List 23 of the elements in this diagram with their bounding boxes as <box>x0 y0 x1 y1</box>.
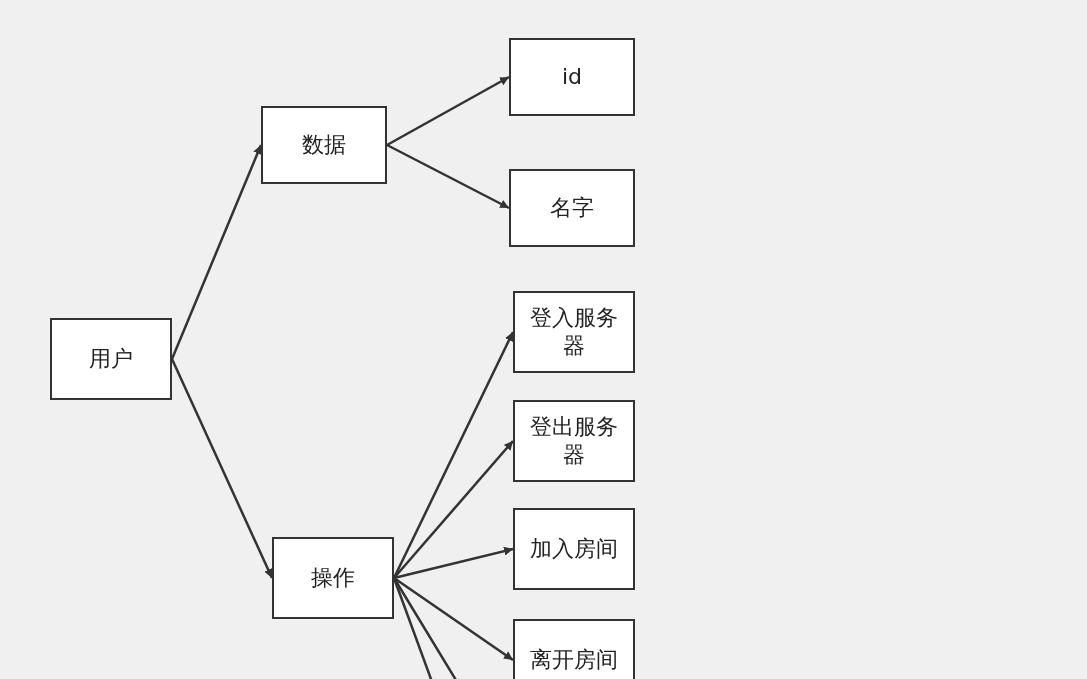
box-label: id <box>561 63 583 91</box>
arrow <box>393 576 514 662</box>
process-box <box>50 318 172 400</box>
box-label: 用户 <box>89 345 133 373</box>
box-label: 加入房间 <box>530 535 618 563</box>
box-label: 名字 <box>550 194 594 222</box>
arrow <box>386 143 510 210</box>
process-box <box>513 400 635 482</box>
arrow <box>393 546 514 580</box>
process-box <box>509 38 635 116</box>
process-box <box>513 291 635 373</box>
process-box <box>261 106 387 184</box>
box-label: 离开房间 <box>530 646 618 674</box>
box-label: 登入服务器 <box>529 304 619 360</box>
box-label: 操作 <box>311 564 355 592</box>
arrow <box>386 75 510 147</box>
process-box <box>513 619 635 679</box>
process-box <box>513 508 635 590</box>
process-box <box>272 537 394 619</box>
box-label: 数据 <box>302 131 346 159</box>
arrow <box>393 440 514 579</box>
box-label: 登出服务器 <box>529 413 619 469</box>
process-box <box>509 169 635 247</box>
